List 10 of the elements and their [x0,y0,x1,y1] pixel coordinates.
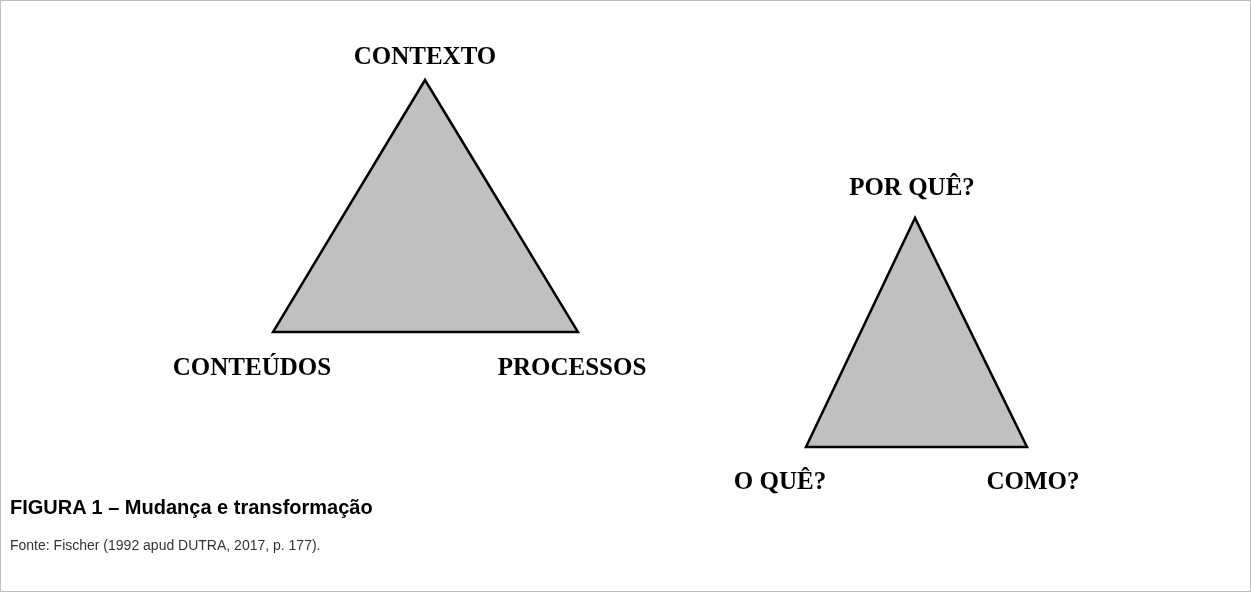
triangle [271,77,580,334]
triangle [804,215,1029,449]
vertex-label: COMO? [986,467,1080,495]
vertex-label: PROCESSOS [497,353,647,381]
vertex-label: O QUÊ? [733,467,827,495]
source-caption: Fonte: Fischer (1992 apud DUTRA, 2017, p. 177). [10,537,321,553]
figure-title: FIGURA 1 – Mudança e transformação [10,496,373,519]
vertex-label: CONTEÚDOS [172,353,332,381]
vertex-label: CONTEXTO [353,42,497,70]
vertex-label: POR QUÊ? [849,173,975,201]
